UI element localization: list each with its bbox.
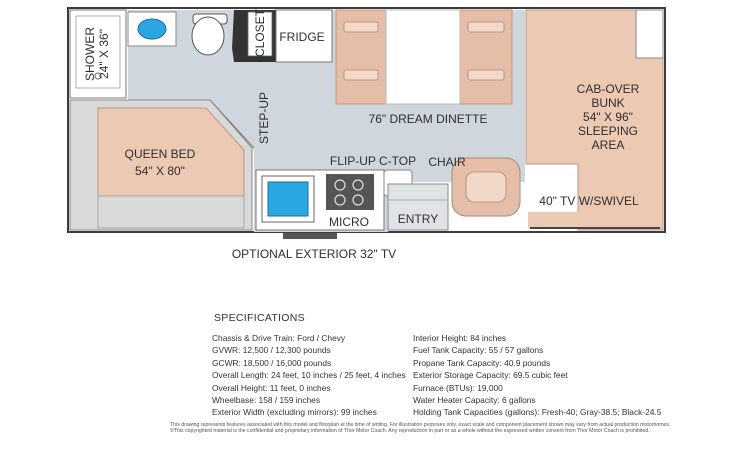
spec-item: Chassis & Drive Train: Ford / Chevy	[212, 333, 346, 343]
flip-up-label: FLIP-UP C-TOP	[330, 154, 416, 168]
spec-item: GCWR: 18,500 / 16,000 pounds	[212, 357, 332, 368]
tv-swivel: 40" TV W/SWIVEL	[528, 194, 662, 229]
disclaimer-line: This drawing represents features associa…	[170, 422, 671, 428]
exterior-tv: OPTIONAL EXTERIOR 32" TV	[232, 233, 396, 261]
queen-bed-size: 54" X 80"	[135, 164, 185, 178]
bathroom-sink	[127, 11, 177, 47]
shower-size-label: 24" X 36"	[97, 29, 111, 79]
cab-bunk-size: 54" X 96"	[583, 110, 633, 124]
chair: CHAIR	[428, 155, 521, 217]
spec-item: Furnace (BTUs): 19,000	[413, 382, 503, 393]
shower-drain-icon	[94, 72, 102, 80]
spec-item: Overall Height: 11 feet, 0 inches	[212, 382, 331, 393]
dinette-label: 76" DREAM DINETTE	[369, 112, 488, 126]
specs-right-column: Interior Height: 84 inches Fuel Tank Cap…	[413, 332, 681, 419]
spec-item: Fuel Tank Capacity: 55 / 57 gallons	[413, 345, 544, 356]
cab-bunk-label-1: CAB-OVER	[577, 82, 640, 96]
specifications-title: SPECIFICATIONS	[214, 312, 305, 324]
dream-dinette: 76" DREAM DINETTE	[335, 9, 513, 126]
specs-left-column: Chassis & Drive Train: Ford / Chevy GVWR…	[212, 332, 413, 419]
shower-label: SHOWER	[83, 27, 97, 81]
tv-label: 40" TV W/SWIVEL	[539, 194, 639, 208]
chair-label: CHAIR	[428, 155, 466, 169]
spec-item: Exterior Width (excluding mirrors): 99 i…	[212, 407, 377, 418]
cab-over-bunk: CAB-OVER BUNK 54" X 96" SLEEPING AREA	[525, 9, 664, 231]
cab-bunk-label-2: BUNK	[591, 96, 624, 110]
toilet-icon	[191, 13, 228, 56]
dinette-table	[385, 9, 461, 105]
spec-item: Wheelbase: 158 / 159 inches	[212, 395, 321, 406]
closet: CLOSET	[232, 8, 276, 62]
micro-label: MICRO	[329, 215, 369, 229]
spec-item: Water Heater Capacity: 6 gallons	[413, 395, 536, 406]
specifications-panel: SPECIFICATIONS Chassis & Drive Train: Fo…	[212, 312, 682, 419]
kitchen-counter: FLIP-UP C-TOP MICRO	[255, 154, 416, 231]
queen-bed-label: QUEEN BED	[125, 147, 196, 161]
closet-label: CLOSET	[253, 8, 267, 57]
exterior-tv-label: OPTIONAL EXTERIOR 32" TV	[232, 247, 396, 261]
disclaimer: This drawing represents features associa…	[170, 422, 670, 435]
sink-basin-icon	[137, 18, 167, 40]
fridge: FRIDGE	[275, 9, 333, 63]
stove-icon	[326, 174, 374, 210]
spec-item: Propane Tank Capacity: 40.9 pounds	[413, 357, 551, 368]
disclaimer-line: ©This copyrighted material is the confid…	[170, 428, 650, 435]
spec-item: Exterior Storage Capacity: 69.5 cubic fe…	[413, 370, 568, 381]
entry-label: ENTRY	[398, 212, 438, 226]
cab-bunk-label-4: SLEEPING	[578, 124, 638, 138]
shower: SHOWER 24" X 36"	[69, 9, 127, 99]
spec-item: Holding Tank Capacities (gallons): Fresh…	[413, 407, 662, 418]
queen-bed: QUEEN BED 54" X 80"	[69, 99, 253, 231]
step-up-label: STEP-UP	[257, 92, 271, 144]
floorplan: SHOWER 24" X 36" CLOSET FRIDGE 76" DREAM…	[67, 7, 666, 261]
entry: ENTRY	[387, 183, 449, 231]
cab-bunk-label-5: AREA	[592, 138, 625, 152]
spec-item: Overall Length: 24 feet, 10 inches / 25 …	[212, 370, 406, 381]
exterior-tv-icon	[283, 233, 337, 239]
cab-cabinet	[635, 9, 664, 59]
kitchen-sink-icon	[267, 181, 309, 217]
fridge-label: FRIDGE	[279, 30, 324, 44]
spec-item: Interior Height: 84 inches	[413, 333, 507, 343]
spec-item: GVWR: 12,500 / 12,300 pounds	[212, 345, 331, 356]
